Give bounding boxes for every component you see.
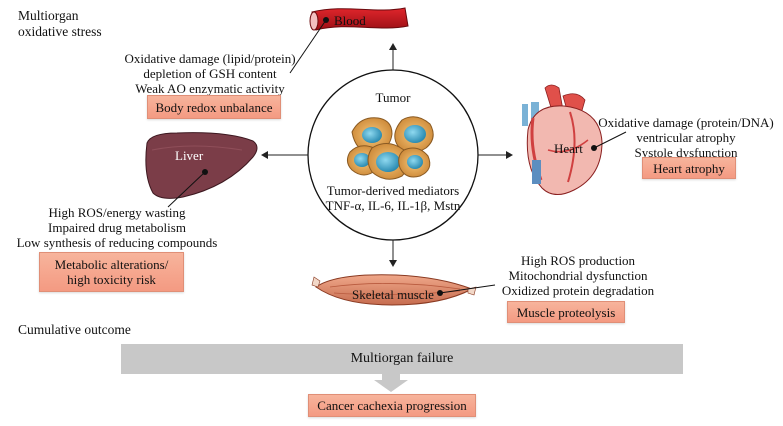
blood-effect-3: Weak AO enzymatic activity: [135, 81, 285, 96]
tumor-mediators: Tumor-derived mediators TNF-α, IL-6, IL-…: [313, 183, 473, 213]
muscle-effect-3: Oxidized protein degradation: [501, 283, 655, 298]
muscle-proteolysis-box: Muscle proteolysis: [507, 301, 625, 323]
down-arrow-icon: [374, 374, 408, 392]
multiorgan-heading-line1: Multiorgan: [18, 8, 79, 23]
heart-pointer-line: [593, 131, 627, 149]
liver-effect-2: Impaired drug metabolism: [48, 220, 186, 235]
liver-effects: High ROS/energy wasting Impaired drug me…: [8, 205, 226, 250]
heart-effects: Oxidative damage (protein/DNA) ventricul…: [596, 115, 776, 160]
liver-effect-3: Low synthesis of reducing compounds: [16, 235, 218, 250]
blood-vessel-icon: [309, 7, 409, 31]
cancer-cachexia-box: Cancer cachexia progression: [308, 394, 476, 417]
cumulative-outcome-label: Cumulative outcome: [18, 322, 131, 337]
blood-effect-1: Oxidative damage (lipid/protein): [124, 51, 296, 66]
metabolic-box-line1: Metabolic alterations/: [54, 257, 169, 272]
blood-label: Blood: [334, 13, 366, 28]
blood-effects: Oxidative damage (lipid/protein) depleti…: [110, 51, 310, 96]
heart-effect-3: Systole dysfunction: [634, 145, 738, 160]
heart-effect-2: ventricular atrophy: [636, 130, 736, 145]
metabolic-box-line2: high toxicity risk: [67, 272, 156, 287]
heart-icon: [522, 84, 603, 195]
muscle-effect-2: Mitochondrial dysfunction: [508, 268, 648, 283]
multiorgan-heading-line2: oxidative stress: [18, 24, 102, 39]
liver-effect-1: High ROS/energy wasting: [48, 205, 186, 220]
multiorgan-heading: Multiorgan oxidative stress: [18, 8, 102, 40]
tumor-label: Tumor: [375, 90, 411, 105]
muscle-effects: High ROS production Mitochondrial dysfun…: [490, 253, 666, 298]
liver-label: Liver: [175, 148, 204, 163]
tumor-cells-icon: [346, 116, 434, 180]
body-redox-box: Body redox unbalance: [147, 95, 281, 119]
blood-effect-2: depletion of GSH content: [143, 66, 277, 81]
liver-pointer-line: [167, 171, 206, 208]
muscle-pointer-line: [439, 284, 496, 294]
muscle-effect-1: High ROS production: [520, 253, 636, 268]
blood-pointer-line: [289, 19, 327, 74]
heart-atrophy-box: Heart atrophy: [642, 157, 736, 179]
tumor-mediators-line1: Tumor-derived mediators: [326, 183, 460, 198]
skeletal-muscle-icon: [311, 274, 477, 306]
heart-effect-1: Oxidative damage (protein/DNA): [598, 115, 774, 130]
heart-label: Heart: [554, 141, 583, 156]
skeletal-muscle-label: Skeletal muscle: [352, 287, 434, 302]
metabolic-alterations-box: Metabolic alterations/ high toxicity ris…: [39, 252, 184, 292]
multiorgan-failure-bar: Multiorgan failure: [121, 344, 683, 374]
liver-icon: [145, 132, 258, 199]
tumor-mediators-line2: TNF-α, IL-6, IL-1β, Mstn: [325, 198, 461, 213]
